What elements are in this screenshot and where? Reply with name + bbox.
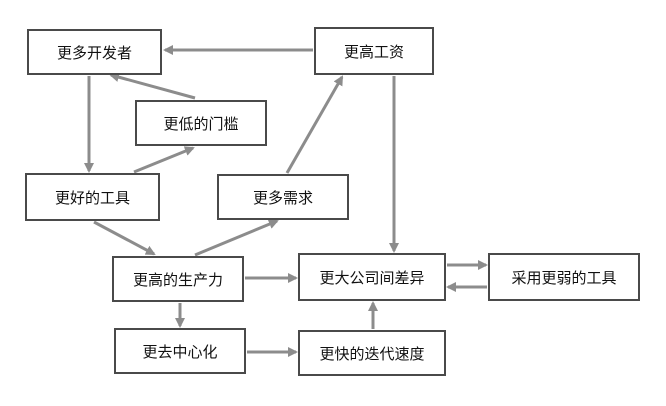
- node-more-developers: 更多开发者: [27, 29, 162, 75]
- edge-better-tools-to-lower-bar: [133, 146, 195, 174]
- node-lower-barrier: 更低的门槛: [135, 100, 267, 146]
- node-bigger-company-gap: 更大公司间差异: [298, 253, 446, 301]
- node-more-decentralized: 更去中心化: [114, 328, 246, 374]
- node-higher-productivity: 更高的生产力: [112, 256, 244, 302]
- edge-more-demand-to-high-wages: [285, 75, 344, 174]
- node-more-demand: 更多需求: [217, 174, 349, 220]
- node-better-tools: 更好的工具: [25, 173, 160, 221]
- edge-productivity-to-more-demand: [194, 219, 279, 257]
- edge-better-tools-to-productivity: [93, 220, 156, 256]
- node-adopt-weaker-tools: 采用更弱的工具: [488, 253, 640, 301]
- edge-lower-bar-to-more-devs: [109, 72, 196, 100]
- node-faster-iteration: 更快的迭代速度: [298, 330, 446, 376]
- node-higher-wages: 更高工资: [314, 27, 434, 75]
